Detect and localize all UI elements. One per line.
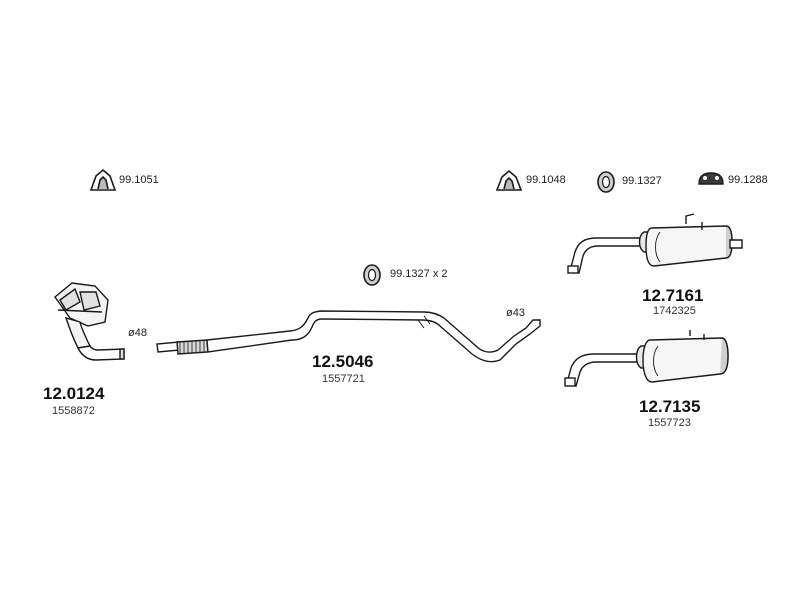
clamp-icon	[495, 169, 523, 191]
rubber-hanger-icon	[597, 171, 615, 193]
oem-code-manifold: 1558872	[52, 405, 95, 417]
part-number-rear-lower: 12.7135	[639, 397, 701, 416]
oem-code-rear-lower: 1557723	[648, 417, 691, 429]
accessory-label-clamp-right: 99.1048	[526, 174, 566, 186]
oem-code-mid-pipe: 1557721	[322, 373, 365, 385]
rubber-mount-icon	[698, 172, 724, 185]
accessory-label-clamp-left: 99.1051	[119, 174, 159, 186]
rear-silencer-drawing	[564, 330, 729, 387]
exhaust-manifold-drawing	[54, 282, 125, 361]
accessory-label-hanger-mid: 99.1327 x 2	[390, 268, 448, 280]
rubber-hanger-icon	[363, 264, 381, 286]
part-number-rear-upper: 12.7161	[642, 286, 704, 305]
part-number-mid-pipe: 12.5046	[312, 352, 374, 371]
mid-pipe-drawing	[156, 310, 541, 363]
oem-code-rear-upper: 1742325	[653, 305, 696, 317]
clamp-icon	[89, 168, 117, 191]
part-number-manifold: 12.0124	[43, 384, 105, 403]
rear-silencer-drawing	[567, 213, 743, 274]
accessory-label-hanger-right: 99.1327	[622, 175, 662, 187]
accessory-label-rubber-mount: 99.1288	[728, 174, 768, 186]
diameter-label-mid-pipe: ø43	[506, 307, 525, 319]
diameter-label-manifold: ø48	[128, 327, 147, 339]
